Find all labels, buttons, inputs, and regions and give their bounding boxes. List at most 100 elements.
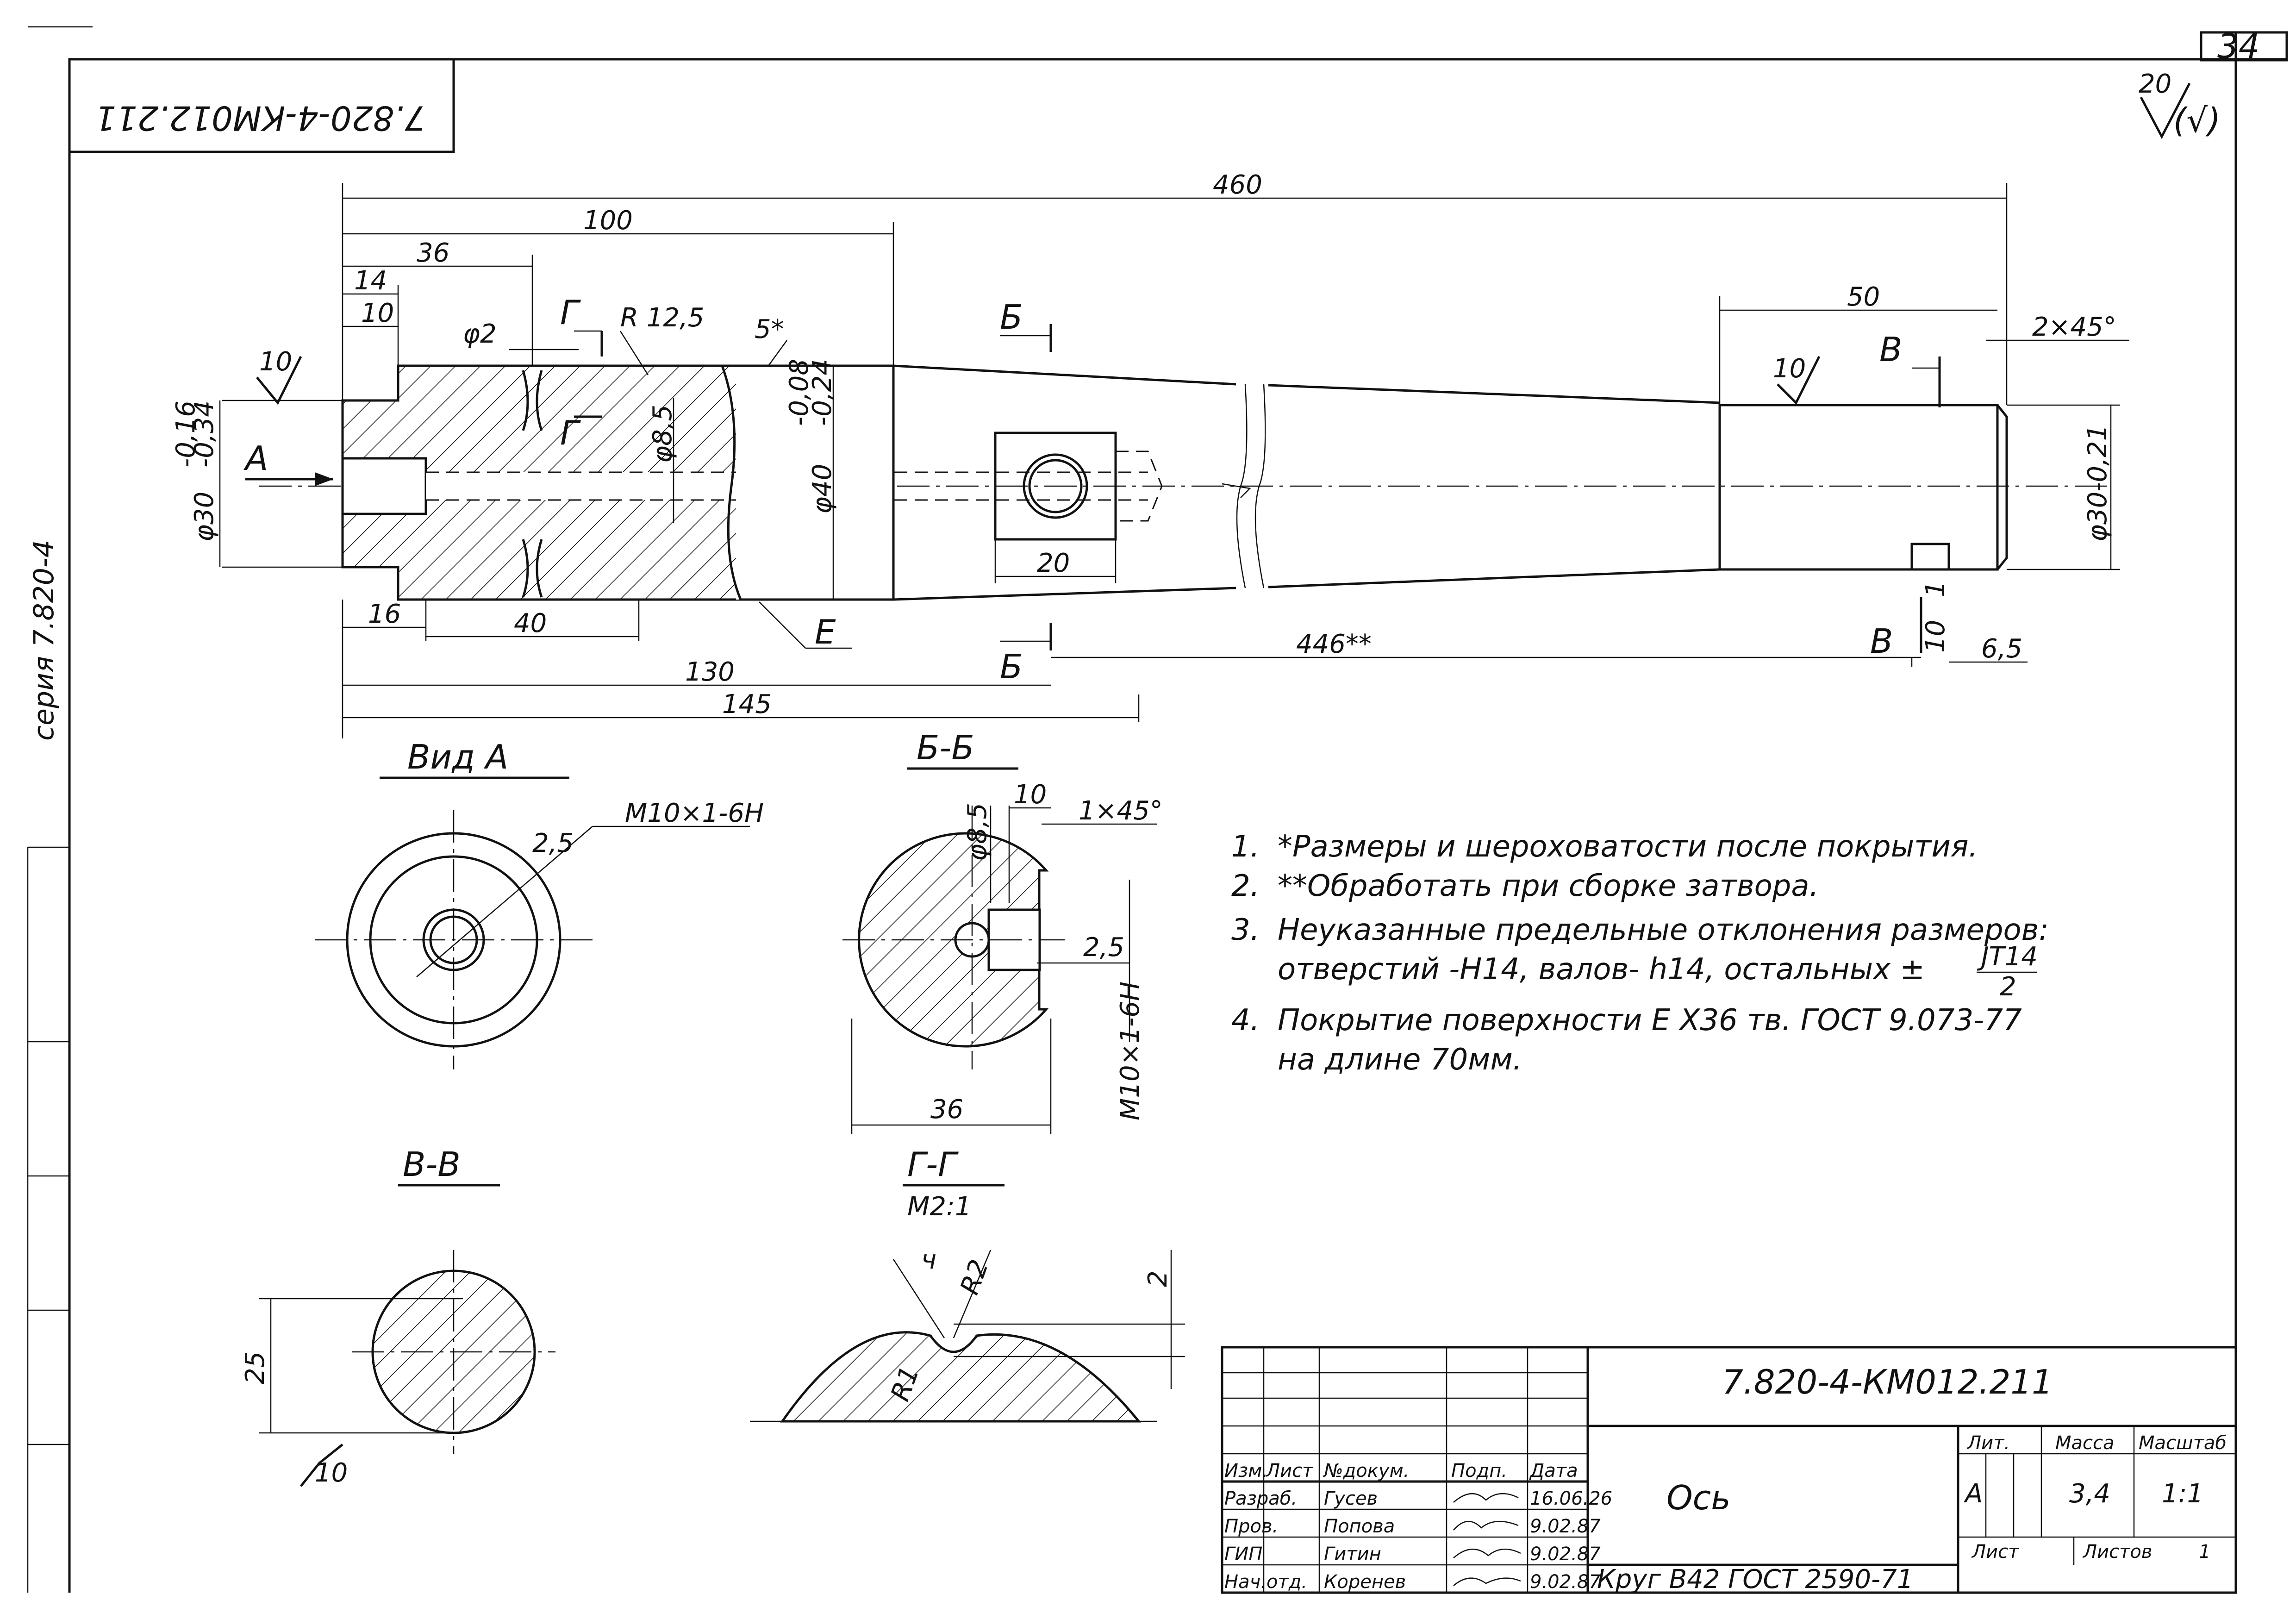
section-vv: В-В 25 10	[240, 1145, 555, 1488]
note-1-num: 1.	[1231, 830, 1260, 864]
tb-designation: 7.820-4-КМ012.211	[1722, 1363, 2053, 1401]
side-stamp: серия 7.820-4	[28, 540, 60, 741]
tb-h-sheet: Лист	[1971, 1541, 2020, 1563]
tb-h-sheets: Листов	[2082, 1541, 2152, 1563]
designation-stamp: 7.820-4-КМ012.211	[68, 58, 455, 153]
section-vv-title: В-В	[403, 1145, 461, 1184]
section-gg-r2: R2	[955, 1256, 995, 1299]
notes: 1. *Размеры и шероховатости после покрыт…	[1231, 830, 2049, 1077]
tb-h-lit: Лит.	[1966, 1432, 2010, 1454]
surface-e-label: Е	[815, 613, 836, 651]
tb-role-0: Разраб.	[1224, 1488, 1297, 1509]
dim-130: 130	[685, 657, 735, 687]
section-bb-36: 36	[930, 1094, 963, 1125]
dim-20: 20	[1037, 548, 1070, 578]
designation-rotated: 7.820-4-КМ012.211	[95, 99, 426, 138]
tb-h-mass: Масса	[2055, 1432, 2115, 1454]
dim-6-5: 6,5	[1981, 634, 2022, 664]
title-block: 7.820-4-КМ012.211 Ось Круг В42 ГОСТ 2590…	[1221, 1346, 2237, 1594]
note-1-text: *Размеры и шероховатости после покрытия.	[1278, 830, 1978, 864]
section-gg-2: 2	[1143, 1270, 1173, 1287]
tb-h-izm: Изм.	[1224, 1460, 1268, 1482]
tb-date-0: 16.06.26	[1530, 1488, 1612, 1509]
dim-145: 145	[722, 689, 772, 719]
tb-sheets-count: 1	[2199, 1541, 2210, 1563]
sheet-number-box: 34	[2200, 27, 2288, 66]
tb-part-name: Ось	[1666, 1478, 1731, 1517]
dim-overall: 460	[342, 170, 2008, 405]
tb-h-sign: Подп.	[1451, 1460, 1507, 1482]
signature-0	[1453, 1493, 1519, 1503]
tb-mass: 3,4	[2069, 1479, 2110, 1509]
cut-g-top: Г	[560, 293, 581, 332]
note-3-frac-top: JT14	[1977, 942, 2038, 972]
dim-40: 40	[514, 608, 547, 638]
note-4-text: Покрытие поверхности Е Х36 тв. ГОСТ 9.07…	[1278, 1003, 2022, 1038]
section-bb-25: 2,5	[1083, 932, 1124, 963]
dim-dia30-left: φ30	[189, 492, 219, 542]
tb-name-0: Гусев	[1324, 1488, 1378, 1509]
general-roughness: 20 (√)	[2139, 69, 2221, 140]
view-a-thread: М10×1-6Н	[625, 798, 764, 828]
tb-name-3: Коренев	[1324, 1571, 1406, 1593]
dim-dia30-left-tol-bot: -0,34	[189, 400, 219, 468]
tb-name-2: Гитин	[1324, 1544, 1381, 1565]
dim-chamfer: 2×45°	[2032, 312, 2116, 342]
dim-50: 50	[1847, 282, 1880, 312]
tb-h-list: Лист	[1265, 1460, 1314, 1482]
arrow-a-label: А	[243, 439, 268, 478]
dim-1: 1	[1921, 581, 1951, 597]
cut-b-top: Б	[1000, 298, 1023, 337]
note-4-cont: на длине 70мм.	[1278, 1043, 1522, 1077]
note-3-frac-bottom: 2	[2000, 972, 2016, 1002]
view-a-depth: 2,5	[532, 828, 574, 858]
section-vv-25: 25	[240, 1351, 270, 1384]
cut-b-bottom: Б	[1000, 647, 1023, 686]
roughness-value: 20	[2139, 69, 2171, 99]
note-4-num: 4.	[1231, 1003, 1260, 1038]
tb-material: Круг В42 ГОСТ 2590-71	[1597, 1564, 1914, 1594]
note-3-cont: отверстий -Н14, валов- h14, остальных ±	[1278, 952, 1925, 987]
dim-36: 36	[417, 238, 449, 268]
dim-10: 10	[361, 298, 394, 328]
section-gg-title: Г-Г	[907, 1145, 959, 1184]
signature-2	[1453, 1548, 1521, 1558]
dim-16: 16	[368, 599, 401, 629]
section-gg-scale: М2:1	[907, 1192, 971, 1222]
roughness-left: 10	[259, 347, 292, 377]
section-bb-thread: М10×1-6Н	[1115, 982, 1145, 1120]
dim-460: 460	[1213, 170, 1262, 200]
dim-dia30-left-tol-top: -0,16	[171, 400, 201, 468]
dim-100: 100	[583, 206, 633, 236]
dim-dia40-tol-top: -0,08	[784, 359, 814, 426]
section-bb: Б-Б φ8,5 10 1×45° 2,5 М10×1-6Н 36	[842, 728, 1163, 1134]
tb-role-3: Нач.отд.	[1224, 1571, 1307, 1593]
sheet-number: 34	[2217, 27, 2260, 66]
dim-hole-dia: φ2	[463, 319, 497, 349]
tb-role-2: ГИП	[1224, 1544, 1262, 1565]
tb-scale: 1:1	[2162, 1479, 2203, 1509]
tb-name-1: Попова	[1324, 1516, 1395, 1537]
tb-lit: А	[1964, 1479, 1983, 1509]
cut-v-bottom: В	[1870, 622, 1893, 661]
signature-3	[1453, 1577, 1521, 1586]
tb-h-date: Дата	[1529, 1460, 1578, 1482]
tb-date-2: 9.02.87	[1530, 1544, 1601, 1565]
note-2-text: **Обработать при сборке затвора.	[1278, 869, 1819, 903]
section-vv-roughness: 10	[315, 1458, 348, 1488]
tb-h-scale: Масштаб	[2139, 1432, 2227, 1454]
dim-radius: R 12,5	[620, 303, 704, 333]
dim-dia40: φ40	[807, 464, 837, 514]
note-3-num: 3.	[1231, 913, 1260, 947]
section-bb-title: Б-Б	[917, 728, 974, 767]
dim-10-vertical: 10	[1921, 620, 1951, 653]
dim-dia40-tol-bot: -0,24	[807, 359, 837, 426]
tb-date-3: 9.02.87	[1530, 1571, 1601, 1593]
section-bb-dia: φ8,5	[962, 803, 992, 861]
tb-h-doc: №докум.	[1323, 1460, 1409, 1482]
section-gg-angle: ч	[921, 1245, 936, 1275]
cut-g-mid: Г	[560, 413, 581, 452]
note-2-num: 2.	[1231, 869, 1260, 903]
dim-star5: 5*	[755, 314, 784, 344]
